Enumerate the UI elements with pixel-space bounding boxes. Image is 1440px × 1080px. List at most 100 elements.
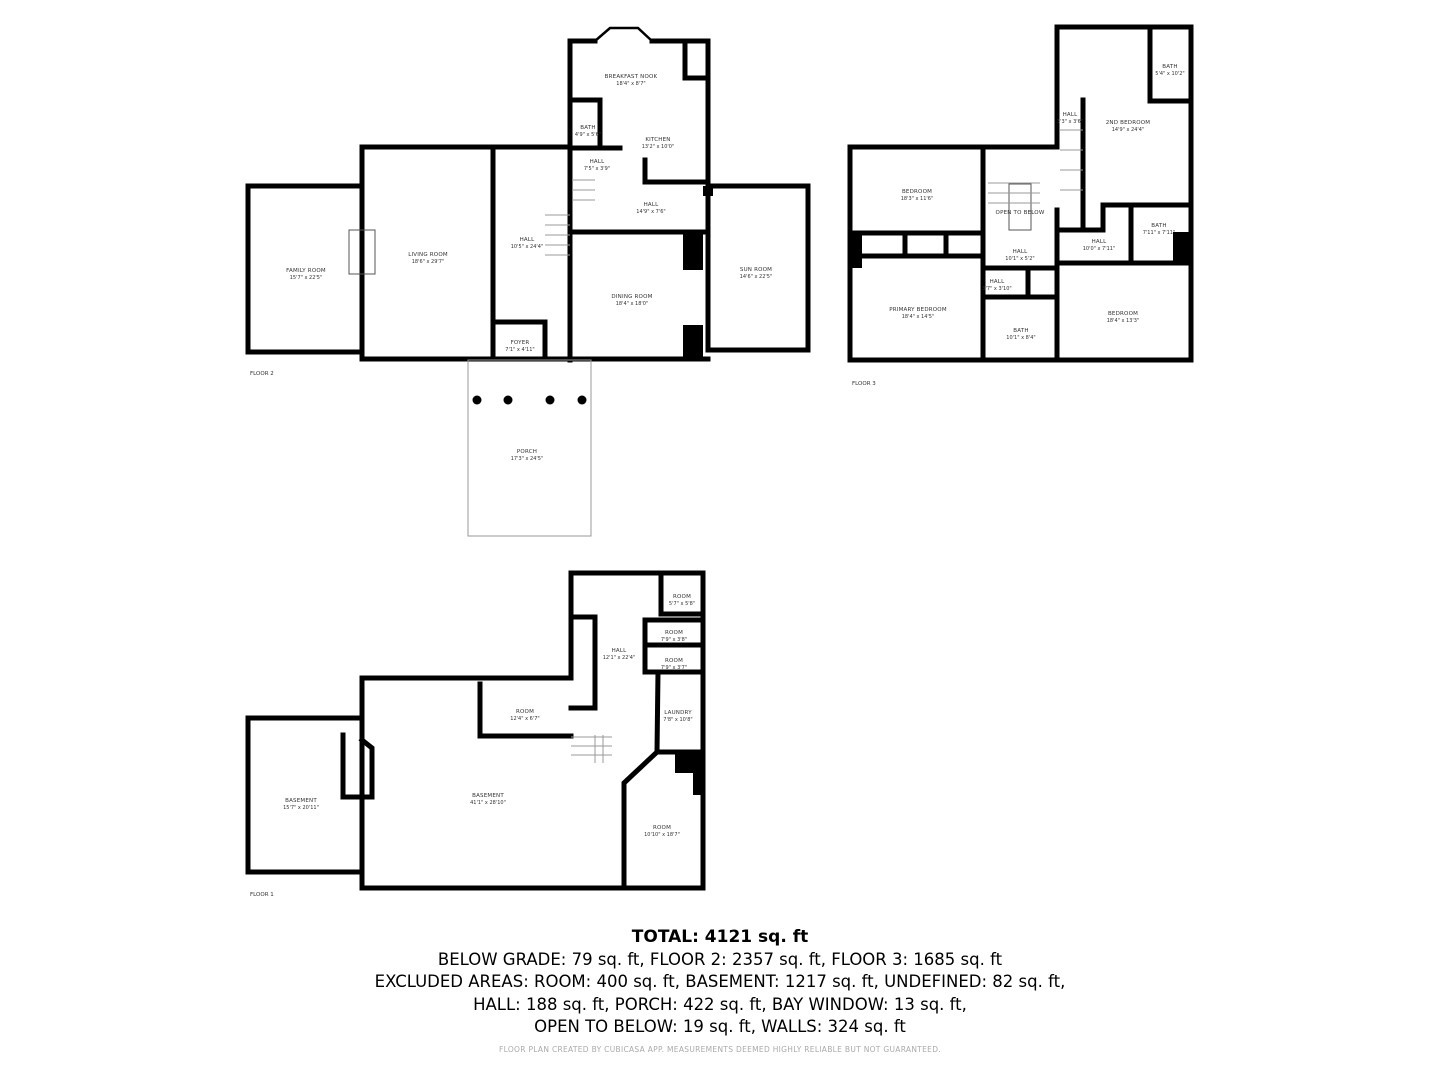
floor-label: FLOOR 3 [852, 381, 876, 387]
svg-text:ROOM: ROOM [516, 709, 534, 715]
svg-text:FAMILY ROOM: FAMILY ROOM [286, 268, 326, 274]
summary-line: HALL: 188 sq. ft, PORCH: 422 sq. ft, BAY… [473, 994, 967, 1014]
svg-text:5'4" x 10'2": 5'4" x 10'2" [1155, 71, 1184, 77]
stairs-icon [988, 129, 1083, 204]
column [703, 186, 713, 196]
svg-text:18'4" x 8'7": 18'4" x 8'7" [616, 81, 645, 87]
svg-text:18'6" x 29'7": 18'6" x 29'7" [412, 259, 445, 265]
porch-column [577, 395, 587, 405]
svg-text:10'0" x 7'11": 10'0" x 7'11" [1083, 246, 1116, 252]
kitchen-walls [567, 38, 711, 193]
svg-text:KITCHEN: KITCHEN [645, 137, 670, 143]
stairs-icon [545, 179, 595, 256]
bedroom-walls [847, 144, 986, 363]
svg-text:4'9" x 5'6": 4'9" x 5'6" [575, 132, 601, 138]
svg-text:18'4" x 13'3": 18'4" x 13'3" [1107, 318, 1140, 324]
svg-text:HALL: HALL [520, 237, 536, 243]
porch-column [503, 395, 513, 405]
svg-text:HALL: HALL [990, 279, 1006, 285]
bath-walls [567, 97, 711, 185]
svg-text:14'6" x 22'5": 14'6" x 22'5" [740, 274, 773, 280]
fireplace-icon [683, 325, 703, 360]
hall-walls [490, 144, 711, 363]
chimney [850, 233, 862, 268]
svg-text:12'1" x 22'4": 12'1" x 22'4" [603, 655, 636, 661]
floor-label: FLOOR 1 [250, 892, 274, 898]
porch-outline [467, 359, 592, 537]
hall-walls [980, 207, 1194, 363]
basement-main-outline [359, 570, 706, 891]
floor-3-outline [847, 24, 1194, 363]
area-summary: TOTAL: 4121 sq. ft BELOW GRADE: 79 sq. f… [0, 926, 1440, 1039]
svg-text:3'7" x 3'10": 3'7" x 3'10" [982, 286, 1011, 292]
svg-text:18'4" x 18'0": 18'4" x 18'0" [616, 301, 649, 307]
svg-text:3'3" x 3'6": 3'3" x 3'6" [1057, 119, 1083, 125]
open-to-below-outline [1008, 183, 1032, 231]
small-room-walls [658, 575, 706, 617]
sun-room-walls [705, 183, 811, 353]
svg-text:ROOM: ROOM [665, 630, 683, 636]
svg-text:17'3" x 24'5": 17'3" x 24'5" [511, 456, 544, 462]
svg-text:BATH: BATH [1151, 223, 1166, 229]
svg-text:HALL: HALL [1063, 112, 1079, 118]
svg-text:BATH: BATH [1162, 64, 1177, 70]
svg-text:BEDROOM: BEDROOM [902, 189, 932, 195]
svg-text:10'1" x 8'4": 10'1" x 8'4" [1006, 335, 1035, 341]
chimney [1173, 232, 1191, 263]
room-label: OPEN TO BELOW [996, 210, 1045, 216]
svg-text:7'1" x 4'11": 7'1" x 4'11" [505, 347, 534, 353]
svg-text:12'4" x 6'7": 12'4" x 6'7" [510, 716, 539, 722]
svg-text:HALL: HALL [1092, 239, 1108, 245]
svg-text:ROOM: ROOM [665, 658, 683, 664]
svg-text:DINING ROOM: DINING ROOM [611, 294, 652, 300]
svg-text:FOYER: FOYER [511, 340, 530, 346]
svg-text:HALL: HALL [1013, 249, 1029, 255]
svg-text:7'8" x 10'8": 7'8" x 10'8" [663, 717, 692, 723]
laundry-room-walls [621, 617, 706, 891]
svg-text:15'7" x 22'5": 15'7" x 22'5" [290, 275, 323, 281]
bath-walls [1147, 24, 1194, 104]
svg-text:PRIMARY BEDROOM: PRIMARY BEDROOM [889, 307, 947, 313]
porch-column [472, 395, 482, 405]
svg-text:14'9" x 7'6": 14'9" x 7'6" [636, 209, 665, 215]
svg-text:2ND BEDROOM: 2ND BEDROOM [1106, 120, 1151, 126]
floor-label: FLOOR 2 [250, 371, 274, 377]
svg-text:HALL: HALL [590, 159, 606, 165]
living-room-walls [359, 144, 496, 362]
svg-text:15'7" x 20'11": 15'7" x 20'11" [283, 805, 319, 811]
foyer-walls [490, 319, 548, 362]
svg-text:7'9" x 3'7": 7'9" x 3'7" [661, 665, 687, 671]
svg-text:BEDROOM: BEDROOM [1108, 311, 1138, 317]
svg-text:10'1" x 5'2": 10'1" x 5'2" [1005, 256, 1034, 262]
svg-text:OPEN TO BELOW: OPEN TO BELOW [996, 210, 1045, 216]
